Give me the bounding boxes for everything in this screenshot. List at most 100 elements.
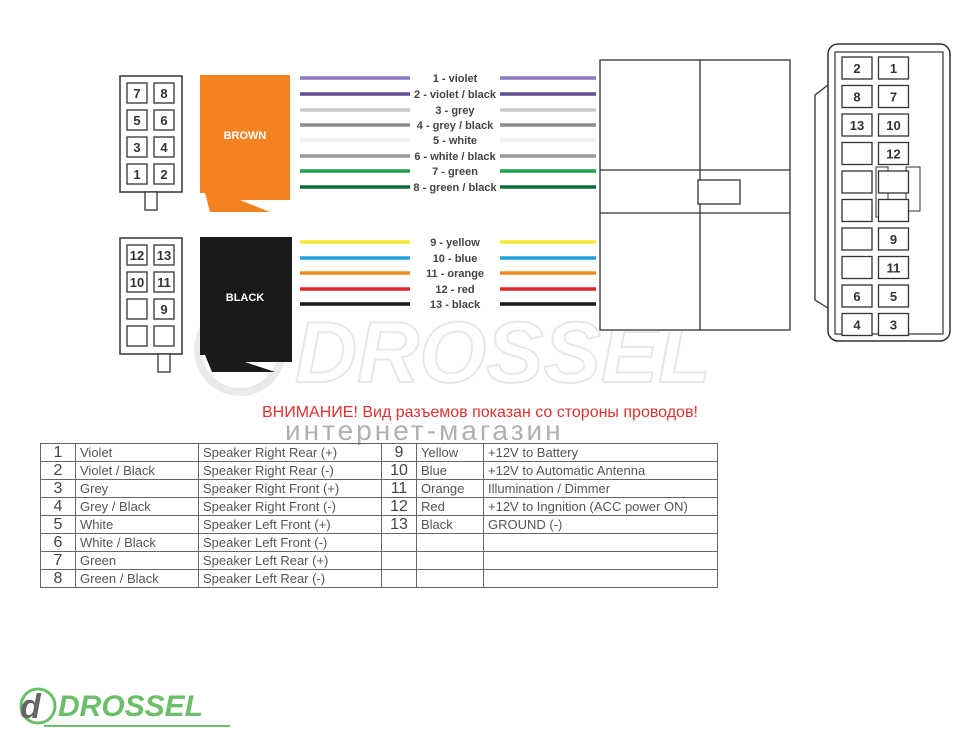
pin-slot — [877, 198, 910, 223]
wire-color: Violet — [75, 443, 199, 462]
pin-number: 3 — [890, 318, 897, 333]
pin-function: +12V to Ingnition (ACC power ON) — [483, 497, 718, 516]
pin-function: Illumination / Dimmer — [483, 479, 718, 498]
pin-number — [381, 551, 417, 570]
wire-label: 7 - green — [432, 166, 478, 178]
pin-number: 10 — [886, 118, 900, 133]
wire: 9 - yellow — [300, 235, 596, 249]
wire-label: 4 - grey / black — [417, 120, 494, 132]
wire: 11 - orange — [300, 266, 596, 280]
wire-label: 13 - black — [430, 299, 481, 311]
pin-number: 4 — [160, 140, 168, 155]
pin-function: Speaker Left Front (+) — [198, 515, 382, 534]
pin-slot — [126, 109, 148, 131]
warning-text: ВНИМАНИЕ! Вид разъемов показан со сторон… — [262, 404, 698, 421]
pin-number: 11 — [157, 275, 171, 290]
wire-label: 1 - violet — [433, 73, 478, 85]
pin-number: 9 — [890, 232, 897, 247]
headunit-connector-body — [599, 59, 791, 331]
pin-slot — [153, 163, 175, 185]
pin-function: Speaker Right Front (-) — [198, 497, 382, 516]
pin-number: 1 — [40, 443, 76, 462]
pin-slot — [153, 136, 175, 158]
pin-slot — [126, 163, 148, 185]
pin-number: 10 — [381, 461, 417, 480]
wire-label: 9 - yellow — [430, 237, 480, 249]
pin-number: 5 — [890, 289, 897, 304]
pin-slot — [153, 271, 175, 293]
pin-number: 7 — [40, 551, 76, 570]
pin-number: 8 — [40, 569, 76, 588]
pin-number: 11 — [381, 479, 417, 498]
wire: 4 - grey / black — [300, 118, 596, 132]
wire-color: Yellow — [416, 443, 484, 462]
pin-number: 2 — [160, 167, 167, 182]
wire: 13 - black — [300, 297, 596, 311]
svg-text:d: d — [20, 688, 42, 726]
pin-function: +12V to Battery — [483, 443, 718, 462]
pin-slot — [841, 284, 873, 308]
pin-function: Speaker Left Front (-) — [198, 533, 382, 552]
pin-number: 13 — [381, 515, 417, 534]
pin-slot — [877, 170, 910, 194]
wire: 2 - violet / black — [300, 87, 596, 101]
pin-number: 3 — [40, 479, 76, 498]
pin-number: 9 — [381, 443, 417, 462]
brown-connector-block: BROWN — [200, 75, 290, 212]
pin-number: 6 — [40, 533, 76, 552]
wire-label: 5 - white — [433, 135, 477, 147]
pin-number: 4 — [40, 497, 76, 516]
wire-color: White / Black — [75, 533, 199, 552]
wire-color: Blue — [416, 461, 484, 480]
pin-number: 1 — [890, 61, 897, 76]
wire-label: 2 - violet / black — [414, 89, 497, 101]
pin-slot — [877, 56, 910, 80]
pin-slot — [841, 255, 873, 280]
pin-slot — [153, 244, 175, 266]
pin-slot — [153, 325, 175, 347]
wire-color — [416, 533, 484, 552]
pin-function: GROUND (-) — [483, 515, 718, 534]
pin-slot — [841, 198, 873, 223]
pin-number: 2 — [853, 61, 860, 76]
pin-slot — [877, 284, 910, 308]
wire-color: White — [75, 515, 199, 534]
pin-slot — [877, 141, 910, 166]
wire-color — [416, 569, 484, 588]
wire: 12 - red — [300, 282, 596, 296]
pin-function: +12V to Automatic Antenna — [483, 461, 718, 480]
pin-slot — [877, 113, 910, 137]
black-connector-block: BLACK — [200, 237, 292, 372]
pin-slot — [126, 244, 148, 266]
wire-color: Orange — [416, 479, 484, 498]
wire-label: 6 - white / black — [414, 151, 496, 163]
pin-number: 12 — [130, 248, 144, 263]
wire-label: 10 - blue — [433, 253, 478, 265]
pin-function: Speaker Right Front (+) — [198, 479, 382, 498]
pin-slot — [153, 82, 175, 104]
svg-text:BLACK: BLACK — [226, 292, 265, 304]
pin-number: 6 — [160, 113, 167, 128]
pin-number: 3 — [133, 140, 140, 155]
pin-number: 9 — [160, 302, 167, 317]
pin-number: 13 — [850, 118, 864, 133]
pin-function: Speaker Right Rear (+) — [198, 443, 382, 462]
wire-color: Grey — [75, 479, 199, 498]
wire: 7 - green — [300, 164, 596, 178]
wire-color: Violet / Black — [75, 461, 199, 480]
pin-number: 12 — [886, 147, 900, 162]
pin-slot — [877, 227, 910, 251]
pin-function: Speaker Left Rear (+) — [198, 551, 382, 570]
watermark-subtitle: интернет-магазин — [285, 415, 564, 445]
pin-slot — [126, 325, 148, 347]
